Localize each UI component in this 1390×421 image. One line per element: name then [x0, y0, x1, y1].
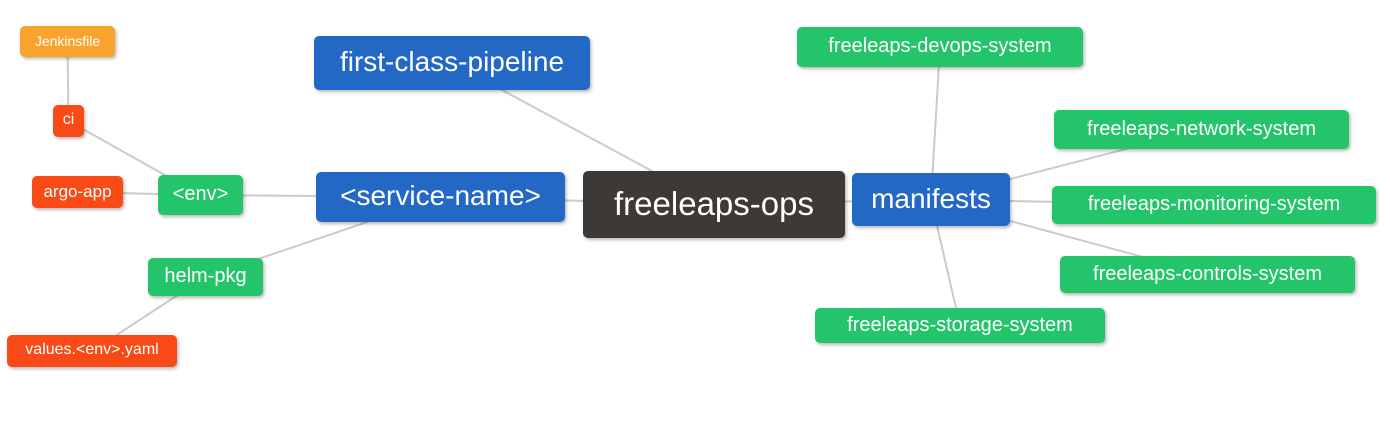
node-label-freeleaps-controls-system: freeleaps-controls-system — [1093, 262, 1322, 285]
node-label-argo-app: argo-app — [43, 181, 112, 201]
node-freeleaps-devops-system[interactable]: freeleaps-devops-system — [797, 27, 1083, 67]
node-freeleaps-monitoring-system[interactable]: freeleaps-monitoring-system — [1052, 186, 1376, 224]
node-freeleaps-network-system[interactable]: freeleaps-network-system — [1054, 110, 1349, 149]
node-argo-app[interactable]: argo-app — [32, 176, 123, 208]
node-label-manifests: manifests — [871, 182, 991, 214]
node-label-helm-pkg: helm-pkg — [164, 265, 247, 287]
node-values-env-yaml[interactable]: values.<env>.yaml — [7, 335, 177, 367]
node-label-service-name: <service-name> — [340, 180, 541, 211]
node-label-freeleaps-network-system: freeleaps-network-system — [1087, 117, 1316, 140]
node-label-env: <env> — [172, 183, 229, 205]
node-label-freeleaps-ops: freeleaps-ops — [614, 185, 814, 222]
node-label-ci: ci — [62, 111, 75, 128]
node-label-freeleaps-monitoring-system: freeleaps-monitoring-system — [1087, 193, 1341, 215]
node-label-jenkinsfile: Jenkinsfile — [34, 32, 101, 49]
node-label-first-class-pipeline: first-class-pipeline — [339, 46, 565, 77]
node-first-class-pipeline[interactable]: first-class-pipeline — [314, 36, 590, 90]
node-label-values-env-yaml: values.<env>.yaml — [25, 341, 159, 358]
node-ci[interactable]: ci — [53, 105, 84, 137]
node-label-freeleaps-storage-system: freeleaps-storage-system — [847, 313, 1073, 336]
node-env[interactable]: <env> — [158, 175, 243, 215]
node-jenkinsfile[interactable]: Jenkinsfile — [20, 26, 115, 57]
node-service-name[interactable]: <service-name> — [316, 172, 565, 222]
node-label-freeleaps-devops-system: freeleaps-devops-system — [828, 35, 1052, 57]
node-manifests[interactable]: manifests — [852, 173, 1010, 226]
node-freeleaps-storage-system[interactable]: freeleaps-storage-system — [815, 308, 1105, 343]
node-helm-pkg[interactable]: helm-pkg — [148, 258, 263, 296]
node-freeleaps-ops[interactable]: freeleaps-ops — [583, 171, 845, 238]
node-freeleaps-controls-system[interactable]: freeleaps-controls-system — [1060, 256, 1355, 293]
